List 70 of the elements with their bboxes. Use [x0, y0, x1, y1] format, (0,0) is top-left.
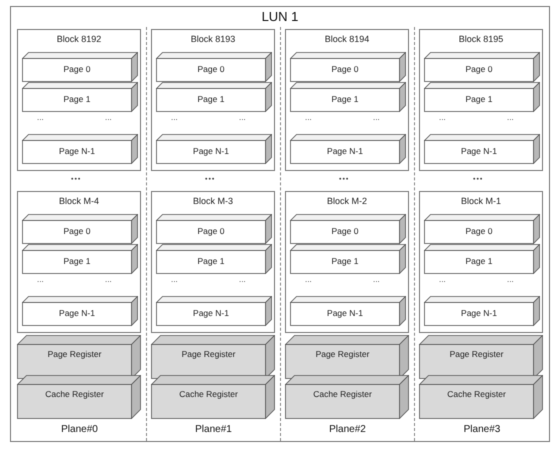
- ellipsis: ...: [305, 275, 312, 284]
- plane-label: Plane#2: [328, 424, 367, 435]
- register-label: Cache Register: [44, 389, 105, 399]
- ellipsis: ...: [37, 113, 44, 122]
- block-title: Block M-1: [460, 196, 502, 206]
- register-label: Page Register: [314, 349, 370, 359]
- page-label: Page 1: [196, 256, 226, 266]
- lun-title: LUN 1: [260, 9, 300, 24]
- page-label: Page 1: [330, 256, 360, 266]
- block-title: Block 8193: [190, 34, 236, 44]
- block-box: [285, 29, 409, 171]
- ellipsis: ...: [373, 113, 380, 122]
- ellipsis: ...: [105, 113, 112, 122]
- block-title: Block 8192: [56, 34, 102, 44]
- register-label: Cache Register: [312, 389, 373, 399]
- register-label: Cache Register: [446, 389, 507, 399]
- block-box: [17, 29, 141, 171]
- page-label: Page 1: [62, 94, 92, 104]
- page-label: Page 0: [196, 226, 226, 236]
- ellipsis: ...: [439, 113, 446, 122]
- block-box: [151, 29, 275, 171]
- register-label: Page Register: [180, 349, 236, 359]
- block-box: [419, 29, 543, 171]
- page-label: Page N-1: [460, 308, 498, 318]
- ellipsis: ...: [171, 113, 178, 122]
- ellipsis: ...: [239, 275, 246, 284]
- page-label: Page 0: [62, 64, 92, 74]
- page-label: Page 0: [196, 64, 226, 74]
- block-box: [285, 191, 409, 333]
- page-label: Page N-1: [326, 146, 364, 156]
- ellipsis: ...: [105, 275, 112, 284]
- block-title: Block 8195: [458, 34, 504, 44]
- block-title: Block M-2: [326, 196, 368, 206]
- register-label: Page Register: [448, 349, 504, 359]
- page-label: Page 0: [330, 226, 360, 236]
- block-box: [419, 191, 543, 333]
- block-title: Block 8194: [324, 34, 370, 44]
- ellipsis: ...: [171, 275, 178, 284]
- block-box: [17, 191, 141, 333]
- page-label: Page 1: [62, 256, 92, 266]
- plane-label: Plane#1: [194, 424, 233, 435]
- plane-label: Plane#3: [462, 424, 502, 435]
- page-label: Page N-1: [192, 146, 230, 156]
- register-label: Page Register: [46, 349, 102, 359]
- page-label: Page 0: [330, 64, 360, 74]
- page-label: Page 1: [330, 94, 360, 104]
- page-label: Page 1: [464, 94, 494, 104]
- page-label: Page N-1: [58, 308, 96, 318]
- block-title: Block M-4: [58, 196, 100, 206]
- block-box: [151, 191, 275, 333]
- page-label: Page 1: [196, 94, 226, 104]
- page-label: Page N-1: [326, 308, 364, 318]
- lun-frame: [10, 6, 550, 442]
- ellipsis: ...: [37, 275, 44, 284]
- ellipsis: ...: [373, 275, 380, 284]
- page-label: Page N-1: [460, 146, 498, 156]
- register-label: Cache Register: [178, 389, 239, 399]
- page-label: Page N-1: [58, 146, 96, 156]
- ellipsis: ...: [439, 275, 446, 284]
- page-label: Page 0: [464, 226, 494, 236]
- ellipsis: ...: [239, 113, 246, 122]
- plane-label: Plane#0: [60, 424, 99, 435]
- ellipsis: ...: [305, 113, 312, 122]
- page-label: Page 0: [62, 226, 92, 236]
- ellipsis: ...: [507, 113, 514, 122]
- page-label: Page 1: [464, 256, 494, 266]
- page-label: Page 0: [464, 64, 494, 74]
- block-title: Block M-3: [192, 196, 234, 206]
- ellipsis: ...: [507, 275, 514, 284]
- page-label: Page N-1: [192, 308, 230, 318]
